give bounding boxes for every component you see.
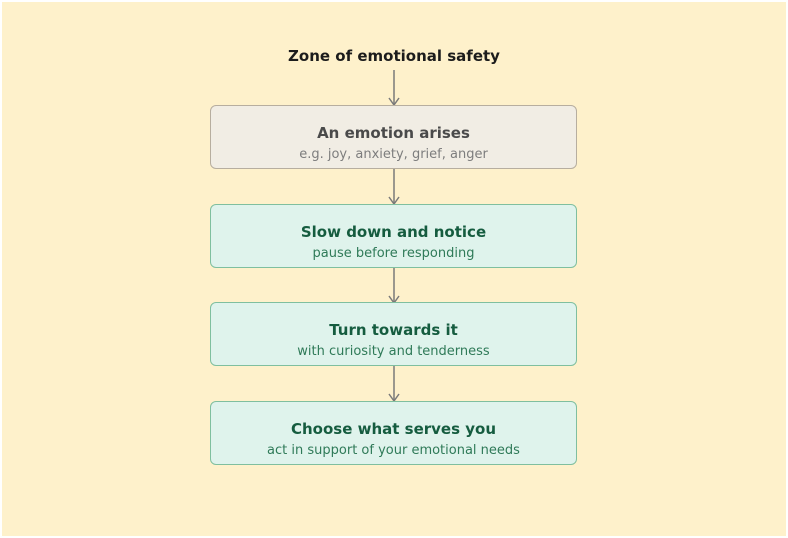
step-detail: e.g. joy, anxiety, grief, anger [299,147,488,162]
step-slow-down: Slow down and notice pause before respon… [210,204,577,268]
step-detail: with curiosity and tenderness [297,344,490,359]
step-heading: Turn towards it [329,321,458,339]
flow-arrow [387,268,401,305]
step-emotion-arises: An emotion arises e.g. joy, anxiety, gri… [210,105,577,169]
step-detail: act in support of your emotional needs [267,443,520,458]
step-heading: An emotion arises [317,124,470,142]
flow-arrow [387,70,401,107]
step-detail: pause before responding [312,246,475,261]
step-heading: Slow down and notice [300,223,487,241]
step-turn-towards: Turn towards it with curiosity and tende… [210,302,577,366]
flow-arrow [387,169,401,206]
step-heading: Choose what serves you [290,420,497,438]
diagram-title: Zone of emotional safety [288,47,500,65]
step-choose-what-serves: Choose what serves you act in support of… [210,401,577,465]
flow-arrow [387,366,401,403]
